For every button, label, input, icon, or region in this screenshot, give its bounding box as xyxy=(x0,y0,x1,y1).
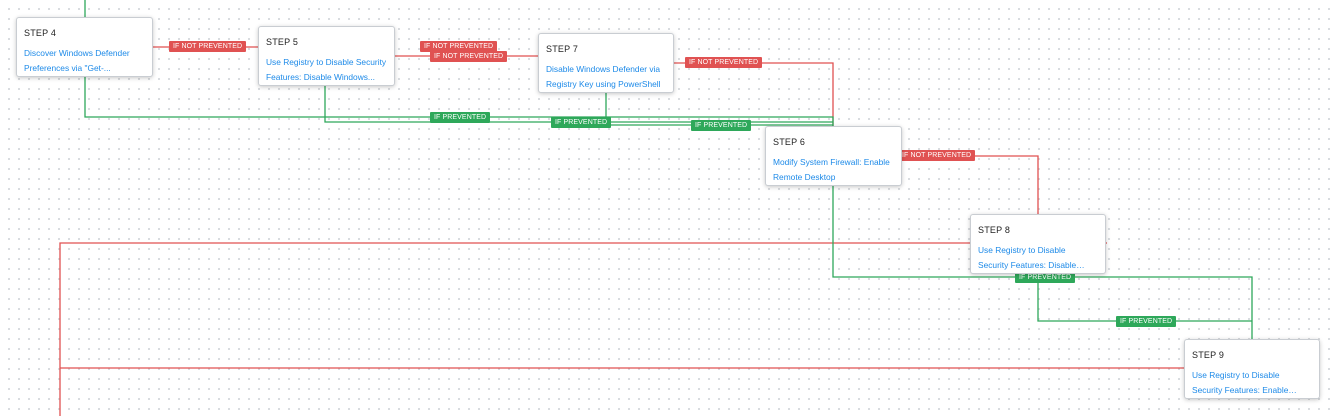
step-title[interactable]: Use Registry to Disable Security Feature… xyxy=(1192,370,1289,395)
step-6-node[interactable]: STEP 6 Modify System Firewall: Enable Re… xyxy=(765,126,902,186)
step-number: STEP 6 xyxy=(773,137,806,147)
edge-label-step7-not-prevented: IF NOT PREVENTED xyxy=(685,57,763,68)
step-number: STEP 8 xyxy=(978,225,1011,235)
step-title[interactable]: Discover Windows Defender Preferences vi… xyxy=(24,48,130,73)
prevented-connectors xyxy=(84,0,1253,339)
connector-step8-prevented xyxy=(1037,273,1252,322)
step-number: STEP 9 xyxy=(1192,350,1225,360)
step-title[interactable]: Use Registry to Disable Security Feature… xyxy=(978,245,1077,270)
step-8-node[interactable]: STEP 8 Use Registry to Disable Security … xyxy=(970,214,1106,274)
edge-label-step8-prevented: IF PREVENTED xyxy=(1116,316,1177,327)
step-number: STEP 4 xyxy=(24,28,57,38)
connector-step5-prevented xyxy=(324,86,833,123)
step-number: STEP 5 xyxy=(266,37,299,47)
edge-label-step5-not-prevented-a: IF NOT PREVENTED xyxy=(420,41,498,52)
step-9-node[interactable]: STEP 9 Use Registry to Disable Security … xyxy=(1184,339,1320,399)
step-7-node[interactable]: STEP 7 Disable Windows Defender via Regi… xyxy=(538,33,674,93)
edge-label-step5-not-prevented-b: IF NOT PREVENTED xyxy=(430,51,508,62)
edge-label-step5-prevented: IF PREVENTED xyxy=(551,117,612,128)
edge-label-step4-not-prevented: IF NOT PREVENTED xyxy=(169,41,247,52)
edge-label-step4-prevented: IF PREVENTED xyxy=(430,112,491,123)
step-title[interactable]: Disable Windows Defender via Registry Ke… xyxy=(546,64,661,89)
step-title[interactable]: Modify System Firewall: Enable Remote De… xyxy=(773,157,890,182)
connector-loop-step8 xyxy=(59,242,1107,416)
edge-label-step6-prevented: IF PREVENTED xyxy=(1015,272,1076,283)
connector-step6-to-step8 xyxy=(901,155,1039,215)
step-5-node[interactable]: STEP 5 Use Registry to Disable Security … xyxy=(258,26,395,86)
edge-label-step6-not-prevented: IF NOT PREVENTED xyxy=(898,150,976,161)
not-prevented-connectors xyxy=(59,46,1320,416)
edge-label-step7-prevented: IF PREVENTED xyxy=(691,120,752,131)
step-title[interactable]: Use Registry to Disable Security Feature… xyxy=(266,57,387,82)
step-4-node[interactable]: STEP 4 Discover Windows Defender Prefere… xyxy=(16,17,153,77)
step-number: STEP 7 xyxy=(546,44,579,54)
